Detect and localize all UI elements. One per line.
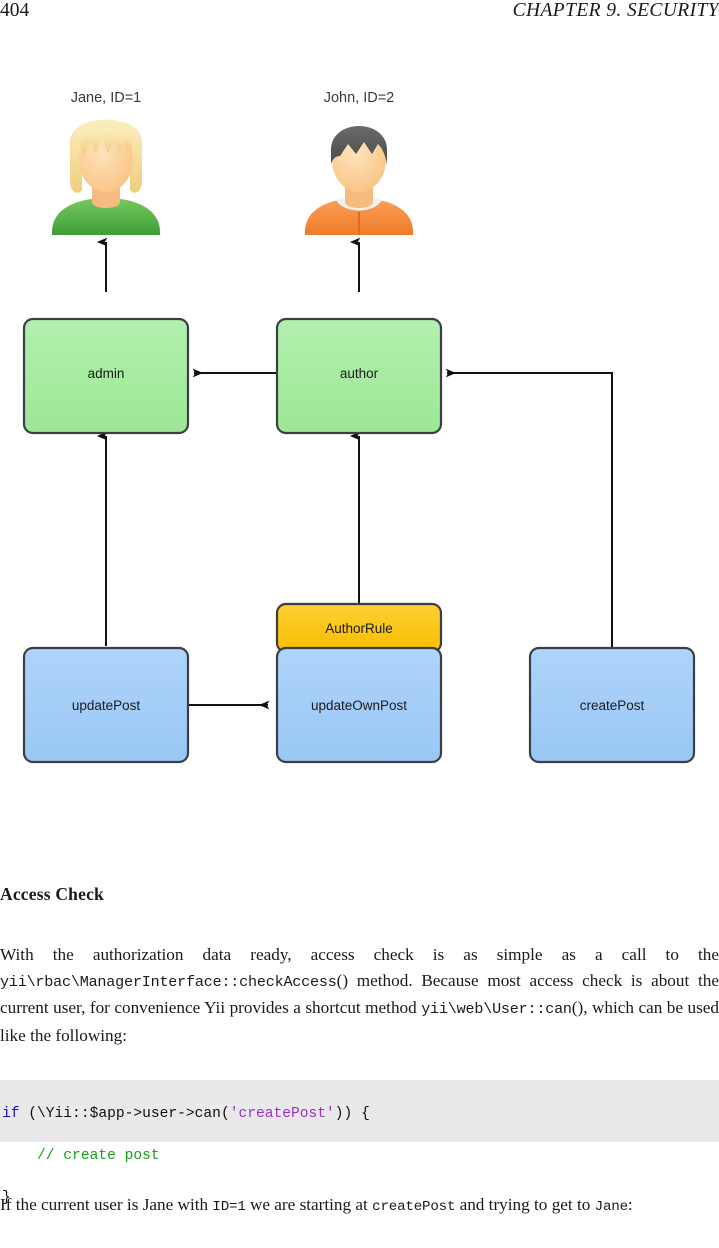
avatar-john-caption: John, ID=2	[324, 90, 395, 106]
code-string-createpost: 'createPost'	[229, 1106, 335, 1122]
para1-text-1: With the authorization data ready, acces…	[0, 945, 719, 964]
admin-label: admin	[88, 366, 125, 381]
role-node-admin[interactable]: admin	[22, 317, 190, 435]
code-line1-a: (\Yii::$app->user->can(	[19, 1106, 230, 1122]
para2-code-createpost: createPost	[372, 1199, 456, 1215]
para2-code-jane: Jane	[594, 1199, 628, 1215]
code-line3-brace: }	[2, 1190, 11, 1206]
jane-hair-fringe	[80, 128, 132, 156]
jane-shirt	[52, 198, 160, 235]
para2-text-2: we are starting at	[245, 1195, 373, 1214]
updatepost-box[interactable]	[22, 646, 190, 764]
code-comment-create-post: // create post	[2, 1148, 160, 1164]
para1-code-checkaccess: yii\rbac\ManagerInterface::checkAccess	[0, 972, 337, 991]
role-node-author[interactable]: author	[275, 317, 443, 435]
updateownpost-label: updateOwnPost	[311, 698, 407, 713]
rule-node-authorrule[interactable]: AuthorRule	[275, 602, 443, 654]
authorrule-label: AuthorRule	[325, 621, 393, 636]
code-sample-block: if (\Yii::$app->user->can('createPost'))…	[0, 1080, 719, 1206]
updateownpost-box[interactable]	[275, 646, 443, 764]
code-line-3: }	[0, 1188, 719, 1209]
rbac-hierarchy-figure: Jane, ID=1 John, ID=2	[0, 60, 719, 790]
code-line-1: if (\Yii::$app->user->can('createPost'))…	[0, 1104, 719, 1125]
permission-node-createpost[interactable]: createPost	[528, 646, 696, 764]
para1-text-3: (), which can be used like the following…	[0, 998, 719, 1045]
code-line-2: // create post	[0, 1146, 719, 1167]
running-header: 404 CHAPTER 9. SECURITY	[0, 0, 719, 26]
diagram-edges	[96, 237, 613, 710]
para2-code-id: ID=1	[212, 1199, 246, 1215]
para2-text-1: If the current user is Jane with	[0, 1195, 213, 1214]
para2-text-4: :	[627, 1195, 633, 1214]
createpost-box[interactable]	[528, 646, 696, 764]
createpost-label: createPost	[580, 698, 645, 713]
edge-createpost-to-author	[445, 368, 613, 650]
code-line1-b: )) {	[334, 1106, 370, 1122]
avatar-john: John, ID=2	[305, 90, 413, 235]
page-number: 404	[0, 0, 30, 21]
paragraph-jane-traversal: If the current user is Jane with ID=1 we…	[0, 1192, 719, 1221]
john-hair	[331, 126, 387, 164]
para1-text-2: () method. Because most access check is …	[0, 970, 719, 1018]
paragraph-access-check: With the authorization data ready, acces…	[0, 942, 719, 1048]
code-keyword-if: if	[2, 1106, 20, 1122]
avatar-jane-caption: Jane, ID=1	[71, 90, 142, 106]
permission-node-updatepost[interactable]: updatePost	[22, 646, 190, 764]
author-label: author	[340, 366, 379, 381]
section-heading: Access Check	[0, 884, 104, 904]
para2-text-3: and trying to get to	[455, 1195, 595, 1214]
permission-node-updateownpost[interactable]: updateOwnPost	[275, 646, 443, 764]
updatepost-label: updatePost	[72, 698, 141, 713]
admin-box[interactable]	[22, 317, 190, 435]
author-box[interactable]	[275, 317, 443, 435]
para1-code-usercan: yii\web\User::can	[421, 1000, 572, 1018]
avatar-jane: Jane, ID=1	[52, 90, 160, 235]
chapter-title: CHAPTER 9. SECURITY	[512, 0, 719, 21]
